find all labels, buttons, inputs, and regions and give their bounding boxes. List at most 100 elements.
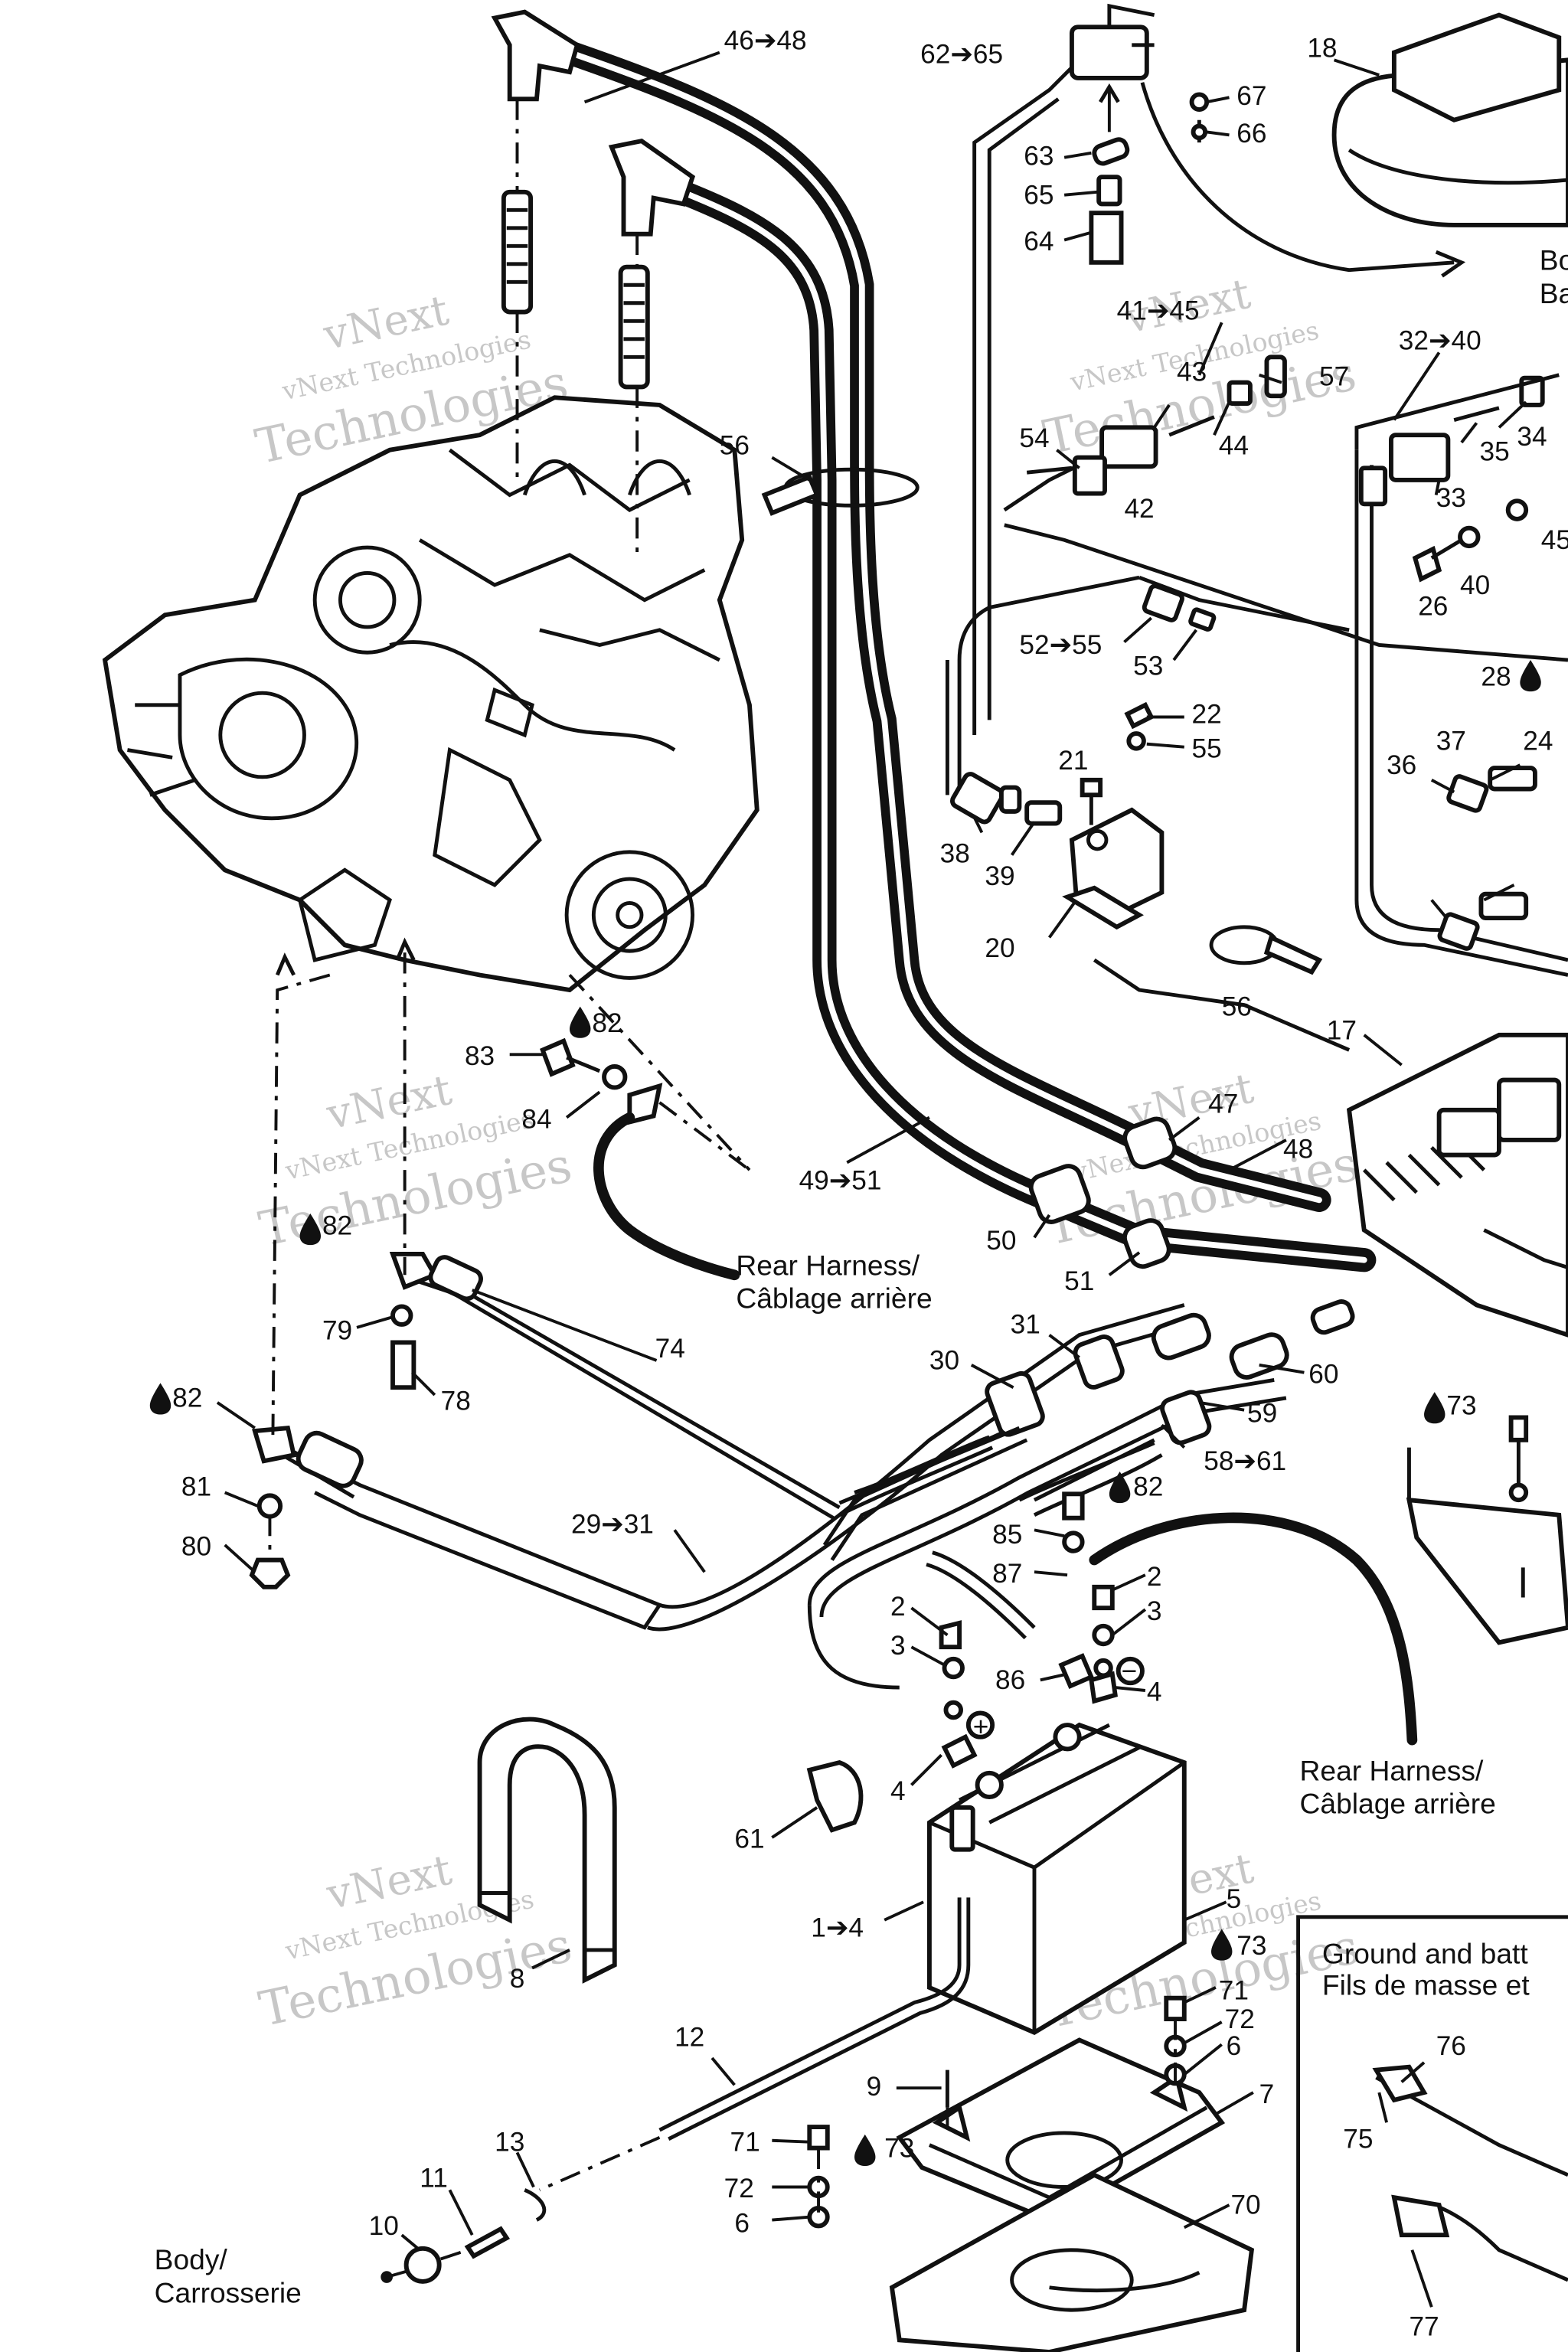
note-ground-en: Ground and batt: [1322, 1938, 1528, 1970]
cable-12: [539, 1897, 971, 2192]
cable-boots: [838, 1299, 1355, 1517]
spark-plug-cables: [557, 40, 1377, 1272]
callout-71-a: 71: [1219, 1976, 1249, 2006]
callout-73-b: 73: [1236, 1931, 1266, 1961]
callout-31: 31: [1011, 1310, 1040, 1340]
callout-57: 57: [1319, 362, 1349, 392]
support-70: [889, 2172, 1255, 2352]
note-rear-harness-1-en: Rear Harness/: [736, 1249, 920, 1281]
callout-54: 54: [1019, 423, 1049, 453]
ground-bolt-83-84: [540, 1037, 740, 1281]
callout-43: 43: [1177, 358, 1207, 387]
callout-82-d: 82: [1133, 1472, 1163, 1501]
callout-9: 9: [867, 2072, 882, 2102]
notes: Rear Harness/ Câblage arrière Rear Harne…: [155, 244, 1568, 2309]
callout-18: 18: [1307, 33, 1337, 63]
hardware-right: [1508, 1415, 1529, 1503]
callout-52-55: 52➔55: [1019, 630, 1102, 660]
callout-48: 48: [1283, 1134, 1313, 1164]
callout-11: 11: [420, 2163, 448, 2193]
connector-62: [1069, 3, 1466, 278]
callout-38: 38: [940, 839, 970, 869]
hardware-21-22-55: [1080, 701, 1155, 825]
note-body-en: Body/: [155, 2243, 228, 2275]
callout-86: 86: [995, 1665, 1025, 1695]
callout-17: 17: [1327, 1016, 1357, 1046]
callout-34: 34: [1517, 422, 1547, 452]
callout-30: 30: [929, 1346, 959, 1376]
callout-42: 42: [1124, 494, 1154, 524]
callout-84: 84: [521, 1104, 551, 1134]
callout-51: 51: [1064, 1266, 1094, 1296]
callout-66: 66: [1236, 119, 1266, 149]
callout-74: 74: [655, 1334, 685, 1364]
callout-22: 22: [1192, 699, 1222, 729]
note-ground-fr: Fils de masse et: [1322, 1969, 1530, 2001]
cable-boot-50: [1028, 1164, 1091, 1224]
battery-hardware: [926, 1491, 1418, 1769]
callout-72-a: 72: [1225, 2004, 1255, 2034]
cable-tie-56: [761, 467, 920, 516]
callout-56-lower: 56: [1222, 991, 1252, 1021]
callout-59: 59: [1247, 1398, 1277, 1428]
svg-text:−: −: [1122, 1656, 1138, 1686]
connectors-41-45: [1026, 354, 1287, 496]
callout-55: 55: [1192, 733, 1222, 763]
battery-clamp-8: [477, 1717, 617, 1984]
callout-75: 75: [1343, 2125, 1373, 2154]
callout-40: 40: [1460, 570, 1490, 600]
callout-2-b: 2: [1147, 1562, 1162, 1592]
note-rear-harness-1-fr: Câblage arrière: [736, 1282, 932, 1314]
callout-79: 79: [322, 1316, 352, 1346]
connectors-36-37: [1437, 766, 1537, 951]
callout-72-b: 72: [724, 2174, 754, 2203]
callout-2-a: 2: [890, 1592, 906, 1622]
callout-41-45: 41➔45: [1117, 296, 1200, 325]
inset-box: [1296, 1915, 1568, 2352]
screw-26-40: [1412, 498, 1529, 583]
callout-63: 63: [1024, 142, 1054, 172]
callout-28: 28: [1481, 662, 1511, 691]
callout-45: 45: [1541, 525, 1568, 555]
polarity-markers: + −: [965, 1656, 1145, 1742]
callout-49-51: 49➔51: [799, 1166, 882, 1196]
callout-4-b: 4: [890, 1776, 906, 1806]
bracket-right: [1406, 1447, 1568, 1645]
note-rear-harness-2-fr: Câblage arrière: [1300, 1788, 1496, 1820]
callout-80: 80: [181, 1532, 211, 1562]
callout-8: 8: [510, 1964, 525, 1994]
callout-20: 20: [985, 933, 1014, 963]
callout-76: 76: [1436, 2031, 1466, 2061]
callout-60: 60: [1308, 1359, 1338, 1389]
connector-38-39: [950, 772, 1063, 826]
spark-plug-cap-2: [608, 139, 696, 390]
callout-32-40: 32➔40: [1399, 325, 1481, 355]
engine-illustration: [102, 395, 760, 993]
body-ground-parts: [381, 2188, 547, 2284]
callout-82-c: 82: [172, 1383, 202, 1413]
leader-lines: [216, 51, 1527, 2308]
boot-61: [806, 1759, 864, 1833]
callout-29-31: 29➔31: [571, 1509, 654, 1539]
screws-66-67: [1189, 92, 1210, 143]
battery-1: [926, 1722, 1187, 2035]
control-module-17: [1346, 1032, 1568, 1338]
callout-36: 36: [1387, 750, 1416, 780]
callout-78: 78: [441, 1387, 471, 1416]
callout-10: 10: [369, 2211, 399, 2241]
callout-83: 83: [465, 1041, 495, 1071]
spark-plug-cap-1: [491, 9, 580, 315]
callout-labels: 46➔48 62➔65 67 66 18 63 65 64 41➔45 43 5…: [172, 26, 1568, 2342]
callout-7: 7: [1259, 2079, 1275, 2109]
callout-37: 37: [1436, 727, 1466, 756]
callout-39: 39: [985, 861, 1014, 891]
cable-boot-47: [1122, 1116, 1178, 1170]
callout-56: 56: [720, 431, 750, 461]
fuse-63-65-64: [1089, 83, 1130, 265]
callout-5: 5: [1227, 1884, 1242, 1914]
connectors-32-40: [1354, 373, 1560, 507]
callout-70: 70: [1230, 2190, 1260, 2220]
callout-4-a: 4: [1147, 1677, 1162, 1707]
callout-58-61: 58➔61: [1204, 1446, 1286, 1476]
callout-33: 33: [1436, 483, 1466, 513]
